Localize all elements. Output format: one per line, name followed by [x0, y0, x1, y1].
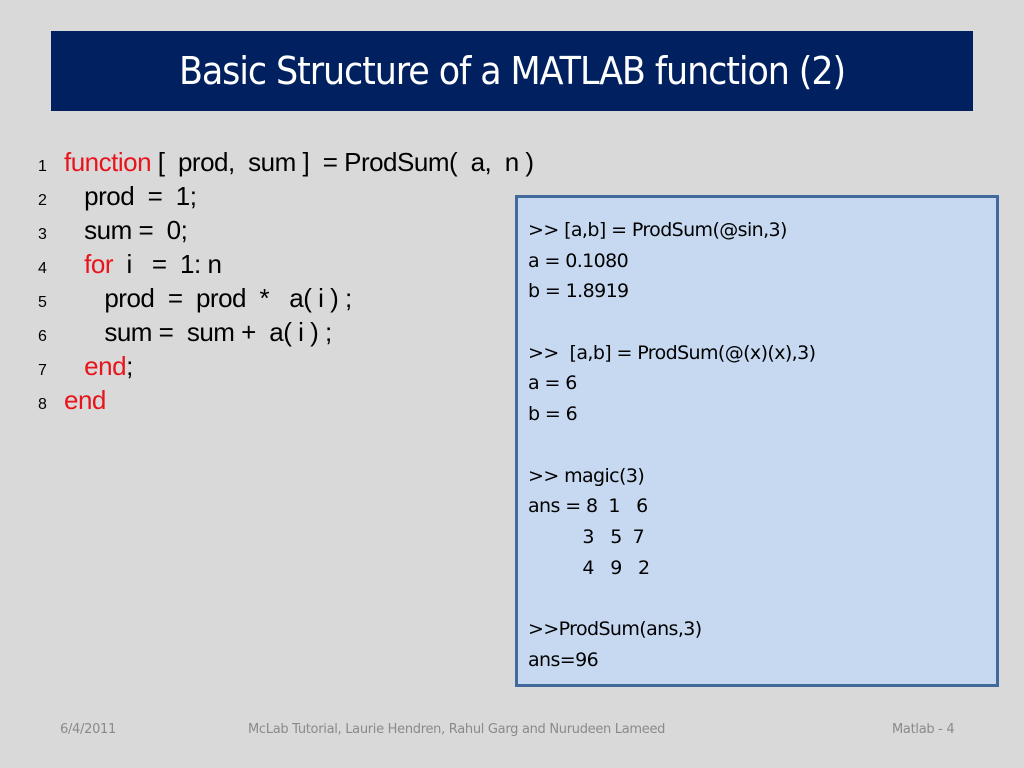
footer-authors: McLab Tutorial, Laurie Hendren, Rahul Ga… — [248, 722, 666, 737]
console-line: 4 9 2 — [528, 556, 650, 579]
keyword: for — [84, 249, 114, 279]
footer-date: 6/4/2011 — [60, 722, 116, 737]
console-line: b = 1.8919 — [528, 280, 629, 303]
code-line: 3 sum = 0; — [38, 213, 534, 247]
console-line — [528, 583, 996, 614]
console-line: a = 6 — [528, 372, 577, 395]
console-line: ans = 8 1 6 — [528, 495, 648, 518]
footer-page-number: Matlab - 4 — [892, 722, 955, 737]
console-line — [528, 430, 996, 461]
code-text: prod = 1; — [84, 181, 197, 211]
console-output-box: >> [a,b] = ProdSum(@sin,3) a = 0.1080 b … — [515, 195, 999, 687]
line-number: 6 — [38, 328, 47, 345]
keyword: function — [64, 147, 152, 177]
line-number: 2 — [38, 192, 47, 209]
console-line: >> [a,b] = ProdSum(@(x)(x),3) — [528, 341, 816, 364]
code-text: sum = sum + a( i ) ; — [104, 317, 332, 347]
line-number: 7 — [38, 362, 47, 379]
line-number: 8 — [38, 396, 47, 413]
console-line: >>ProdSum(ans,3) — [528, 617, 702, 640]
code-line: 6 sum = sum + a( i ) ; — [38, 315, 534, 349]
keyword: end — [64, 385, 106, 415]
code-line: 1 function [ prod, sum ] = ProdSum( a, n … — [38, 145, 534, 179]
console-line — [528, 307, 996, 338]
console-line: 3 5 7 — [528, 525, 645, 548]
console-line: >> [a,b] = ProdSum(@sin,3) — [528, 219, 787, 241]
code-line: 8 end — [38, 383, 534, 417]
slide-title: Basic Structure of a MATLAB function (2) — [178, 49, 846, 93]
code-listing: 1 function [ prod, sum ] = ProdSum( a, n … — [38, 145, 534, 417]
keyword: end — [84, 351, 127, 381]
slide-title-bar: Basic Structure of a MATLAB function (2) — [51, 31, 973, 111]
code-line: 2 prod = 1; — [38, 179, 534, 213]
code-text: ; — [126, 351, 133, 381]
console-line: a = 0.1080 — [528, 249, 629, 272]
line-number: 1 — [38, 158, 47, 175]
code-text: i = 1: n — [113, 249, 222, 279]
code-line: 5 prod = prod * a( i ) ; — [38, 281, 534, 315]
console-line: ans=96 — [528, 648, 599, 671]
console-line: b = 6 — [528, 403, 578, 426]
console-line: >> magic(3) — [528, 464, 645, 487]
line-number: 4 — [38, 260, 47, 277]
code-line: 4 for i = 1: n — [38, 247, 534, 281]
line-number: 5 — [38, 294, 47, 311]
code-line: 7 end; — [38, 349, 534, 383]
code-text: sum = 0; — [84, 215, 188, 245]
code-text: prod = prod * a( i ) ; — [104, 283, 352, 313]
code-text: [ prod, sum ] = ProdSum( a, n ) — [151, 147, 534, 177]
line-number: 3 — [38, 226, 47, 243]
